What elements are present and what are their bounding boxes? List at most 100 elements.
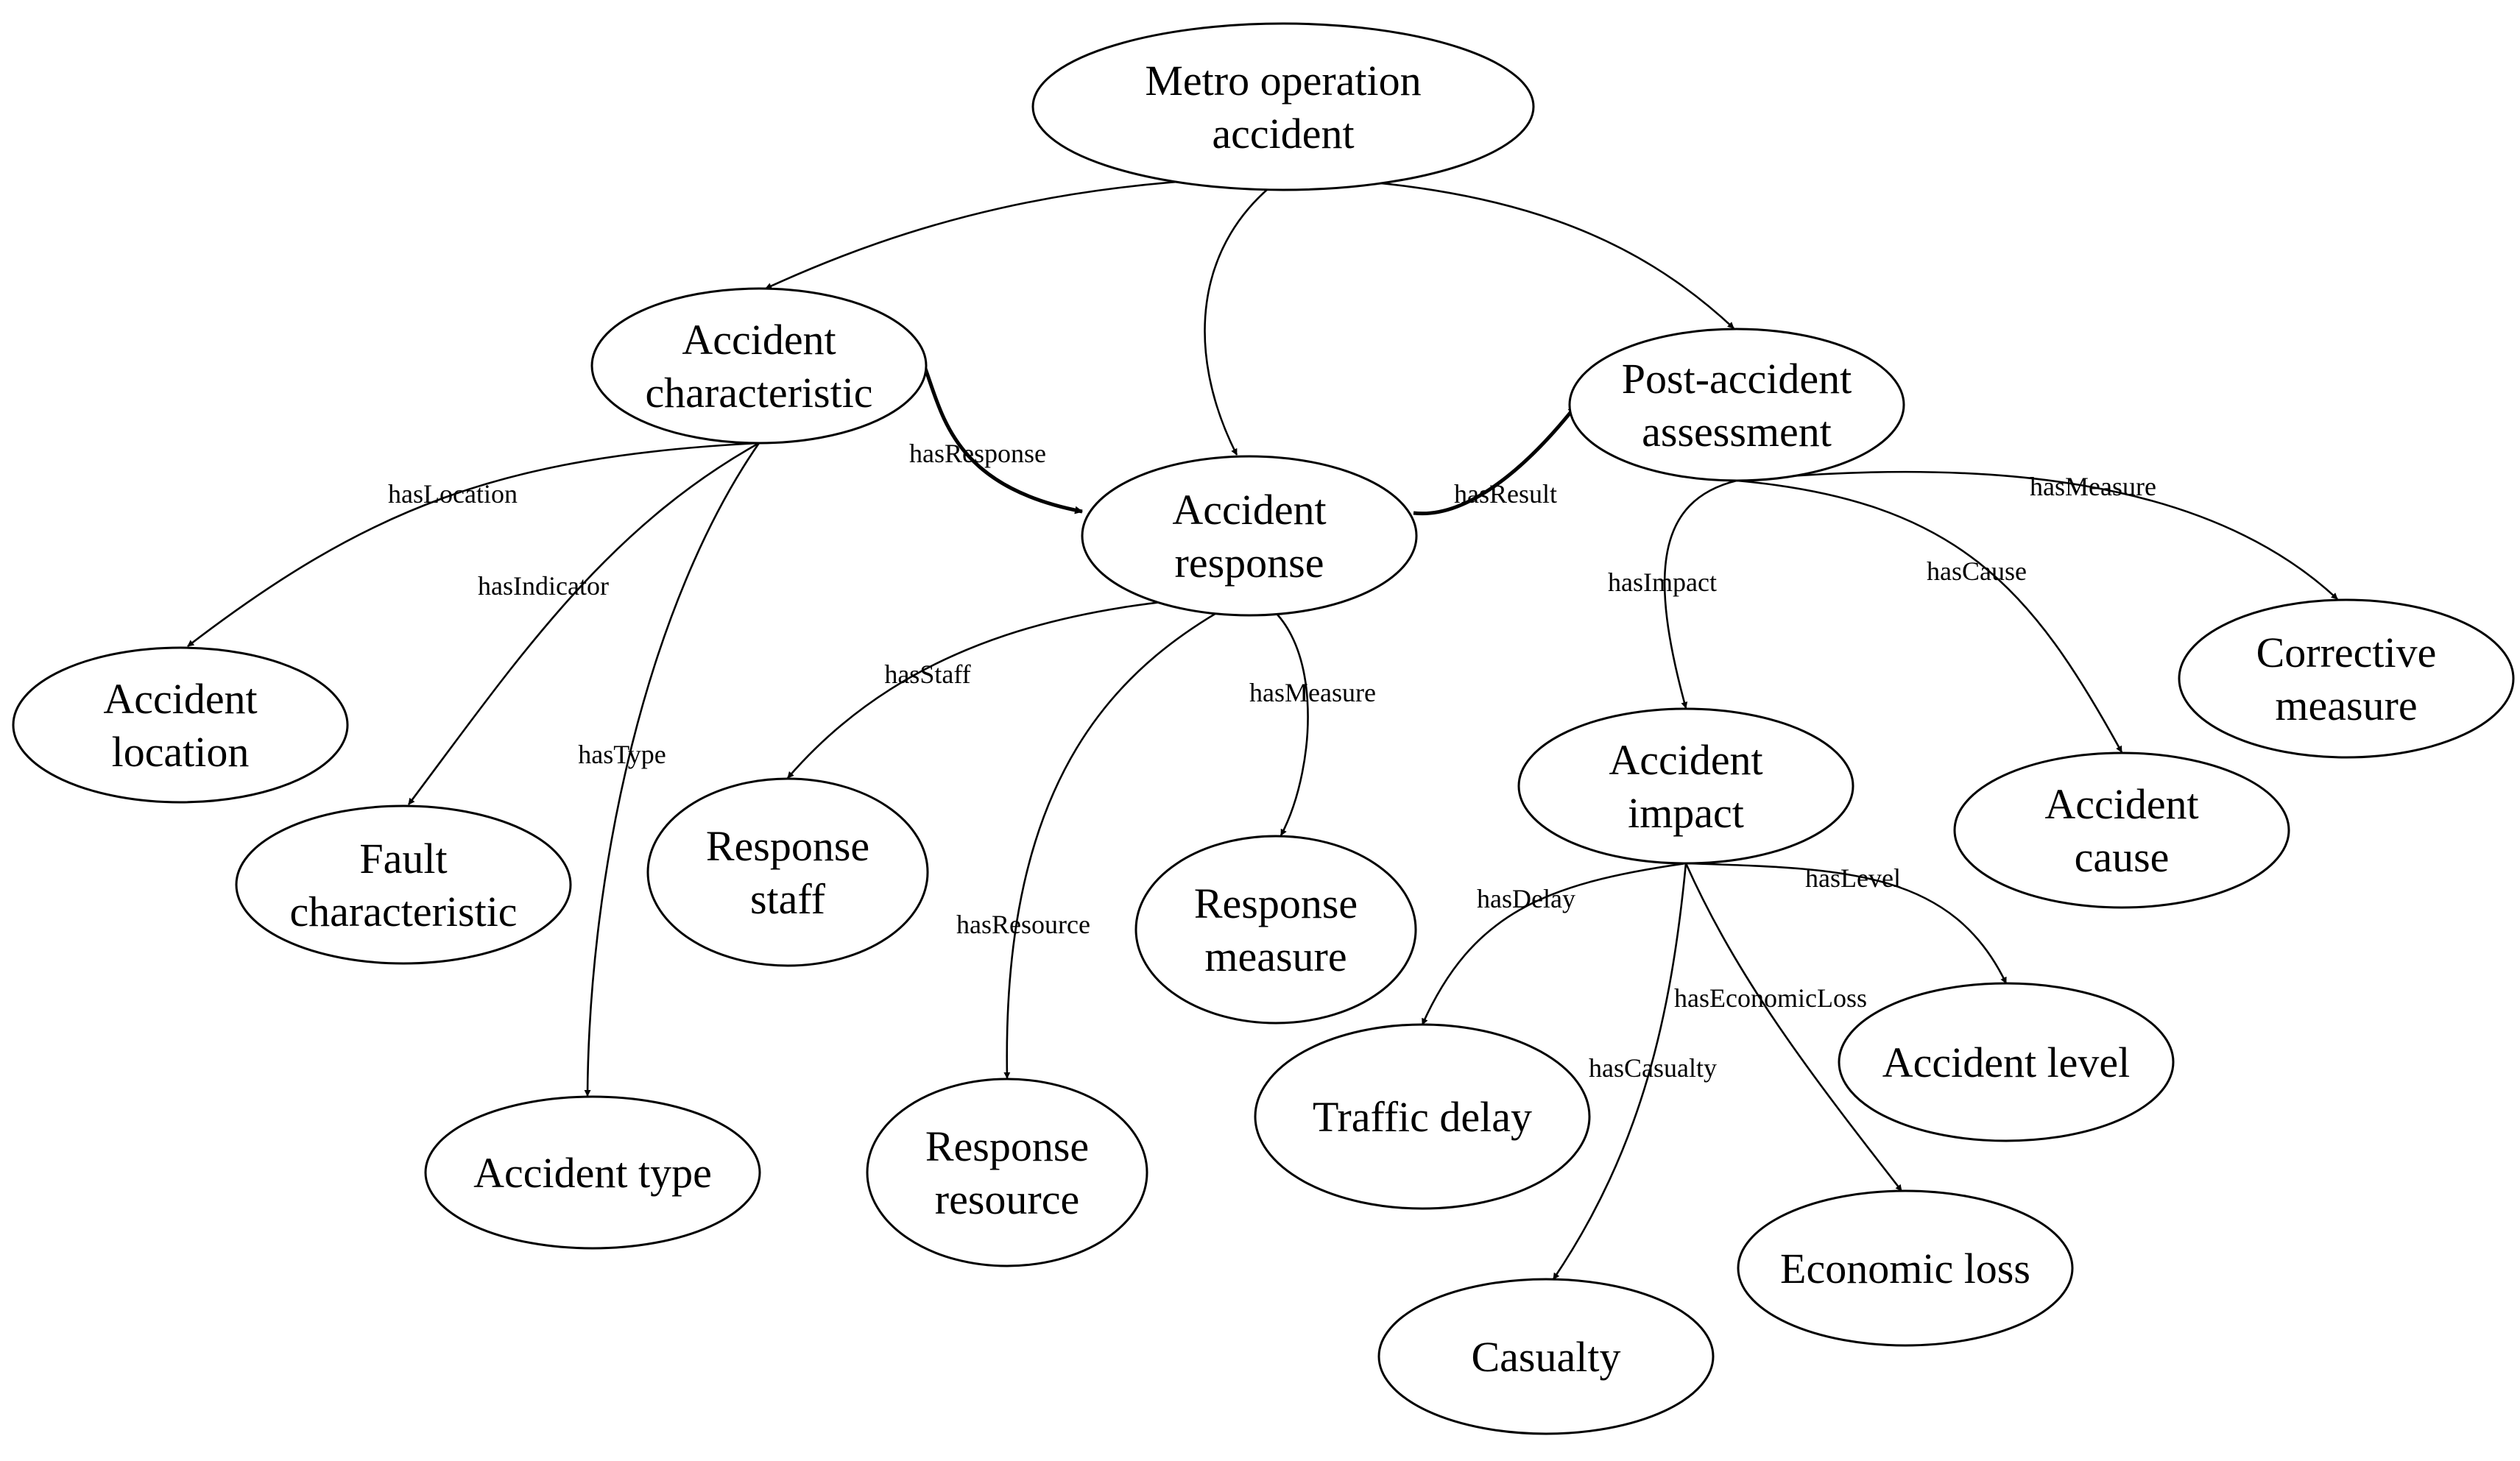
edge-label: hasLevel bbox=[1805, 863, 1901, 893]
node-label: measure bbox=[1204, 933, 1347, 980]
edge-response-to-rmeasure: hasMeasure bbox=[1249, 593, 1376, 836]
node-delay: Traffic delay bbox=[1254, 1023, 1591, 1210]
edge-label: hasStaff bbox=[884, 659, 970, 689]
edge-label: hasResource bbox=[956, 910, 1090, 939]
node-ellipse bbox=[1737, 1189, 2074, 1347]
node-label: Response bbox=[1194, 880, 1358, 927]
edge-arrow bbox=[1685, 862, 2008, 984]
edge-label: hasMeasure bbox=[1249, 678, 1376, 707]
node-label: accident bbox=[1212, 110, 1354, 158]
edge-label: hasLocation bbox=[388, 479, 518, 509]
edge-arrow bbox=[407, 442, 760, 805]
node-label: impact bbox=[1628, 789, 1744, 837]
node-rmeasure: Response measure bbox=[1134, 835, 1417, 1025]
node-staff: Response staff bbox=[646, 777, 929, 967]
node-label: Corrective bbox=[2256, 629, 2437, 676]
node-label: Accident bbox=[1609, 736, 1762, 784]
node-metro: Metro operation accident bbox=[1031, 22, 1535, 191]
edge-arrow bbox=[1204, 175, 1284, 456]
node-label: Traffic delay bbox=[1313, 1093, 1532, 1141]
node-label: Response bbox=[925, 1122, 1089, 1170]
edge-impact-to-econ: hasEconomicLoss bbox=[1674, 863, 1903, 1192]
edge-impact-to-level: hasLevel bbox=[1685, 862, 2008, 984]
edge-arrow bbox=[1736, 479, 2123, 753]
node-label: Accident bbox=[1172, 486, 1326, 534]
edge-arrow bbox=[765, 175, 1284, 290]
node-label: cause bbox=[2075, 833, 2170, 881]
edge-label: hasCause bbox=[1927, 556, 2027, 586]
node-ellipse bbox=[1838, 982, 2175, 1142]
node-resource: Response resource bbox=[866, 1078, 1148, 1267]
node-casualty: Casualty bbox=[1377, 1278, 1715, 1435]
edge-response-to-staff: hasStaff bbox=[787, 593, 1250, 779]
node-post: Post-accident assessment bbox=[1568, 328, 1905, 482]
node-label: resource bbox=[935, 1175, 1079, 1223]
node-ellipse bbox=[1568, 328, 1905, 482]
node-label: Metro operation bbox=[1145, 57, 1421, 105]
node-ellipse bbox=[2178, 598, 2515, 759]
node-ellipse bbox=[12, 646, 349, 804]
edge-label: hasResult bbox=[1454, 479, 1557, 509]
edge-label: hasEconomicLoss bbox=[1674, 983, 1867, 1013]
node-label: staff bbox=[750, 875, 826, 923]
edge-post-to-impact: hasImpact bbox=[1608, 479, 1737, 709]
edge-characteristic-to-type: hasType bbox=[578, 442, 760, 1097]
edge-arrow bbox=[920, 360, 1084, 514]
node-impact: Accident impact bbox=[1517, 707, 1854, 865]
node-label: Accident bbox=[103, 675, 257, 723]
edge-characteristic-to-fault: hasIndicator bbox=[407, 442, 760, 805]
node-ellipse bbox=[646, 777, 929, 967]
node-label: characteristic bbox=[645, 369, 872, 417]
node-ellipse bbox=[424, 1095, 761, 1250]
node-ellipse bbox=[1254, 1023, 1591, 1210]
node-label: Post-accident bbox=[1622, 355, 1852, 403]
edge-arrow bbox=[1684, 863, 1903, 1192]
edge-arrow bbox=[1282, 175, 1734, 329]
edge-metro-to-characteristic bbox=[765, 175, 1284, 290]
node-label: Response bbox=[706, 822, 869, 870]
node-ellipse bbox=[1953, 751, 2290, 909]
node-label: response bbox=[1175, 539, 1324, 587]
edge-characteristic-to-location: hasLocation bbox=[187, 442, 760, 648]
edge-response-to-post: hasResult bbox=[1413, 405, 1577, 516]
edge-label: hasIndicator bbox=[478, 571, 609, 601]
edge-impact-to-delay: hasDelay bbox=[1421, 862, 1687, 1025]
node-label: Accident bbox=[682, 316, 836, 364]
node-location: Accident location bbox=[12, 646, 349, 804]
node-characteristic: Accident characteristic bbox=[590, 287, 928, 445]
edge-arrow bbox=[1421, 862, 1687, 1025]
edge-impact-to-casualty: hasCasualty bbox=[1552, 863, 1717, 1280]
node-label: assessment bbox=[1642, 408, 1832, 456]
node-ellipse bbox=[866, 1078, 1148, 1267]
edge-metro-to-post bbox=[1282, 175, 1734, 329]
node-ellipse bbox=[235, 804, 572, 965]
edge-post-to-corrective: hasMeasure bbox=[1736, 470, 2338, 600]
node-label: Fault bbox=[359, 835, 447, 882]
edge-label: hasCasualty bbox=[1589, 1053, 1717, 1083]
node-ellipse bbox=[1134, 835, 1417, 1025]
node-corrective: Corrective measure bbox=[2178, 598, 2515, 759]
node-ellipse bbox=[1377, 1278, 1715, 1435]
node-ellipse bbox=[1517, 707, 1854, 865]
node-level: Accident level bbox=[1838, 982, 2175, 1142]
edge-label: hasType bbox=[578, 740, 666, 769]
edge-arrow bbox=[1736, 470, 2338, 600]
edge-arrow bbox=[1003, 593, 1250, 1079]
node-label: Economic loss bbox=[1780, 1245, 2030, 1292]
node-label: location bbox=[112, 728, 250, 776]
edge-arrow bbox=[1663, 479, 1737, 709]
edge-arrow bbox=[1552, 863, 1687, 1280]
node-label: Accident level bbox=[1882, 1039, 2131, 1086]
edge-label: hasMeasure bbox=[2030, 472, 2156, 501]
edge-arrow bbox=[787, 593, 1250, 779]
node-ellipse bbox=[1081, 455, 1418, 617]
node-econ: Economic loss bbox=[1737, 1189, 2074, 1347]
edge-post-to-cause: hasCause bbox=[1736, 479, 2123, 753]
node-ellipse bbox=[590, 287, 928, 445]
node-label: measure bbox=[2275, 682, 2417, 729]
edge-arrow bbox=[187, 442, 760, 648]
